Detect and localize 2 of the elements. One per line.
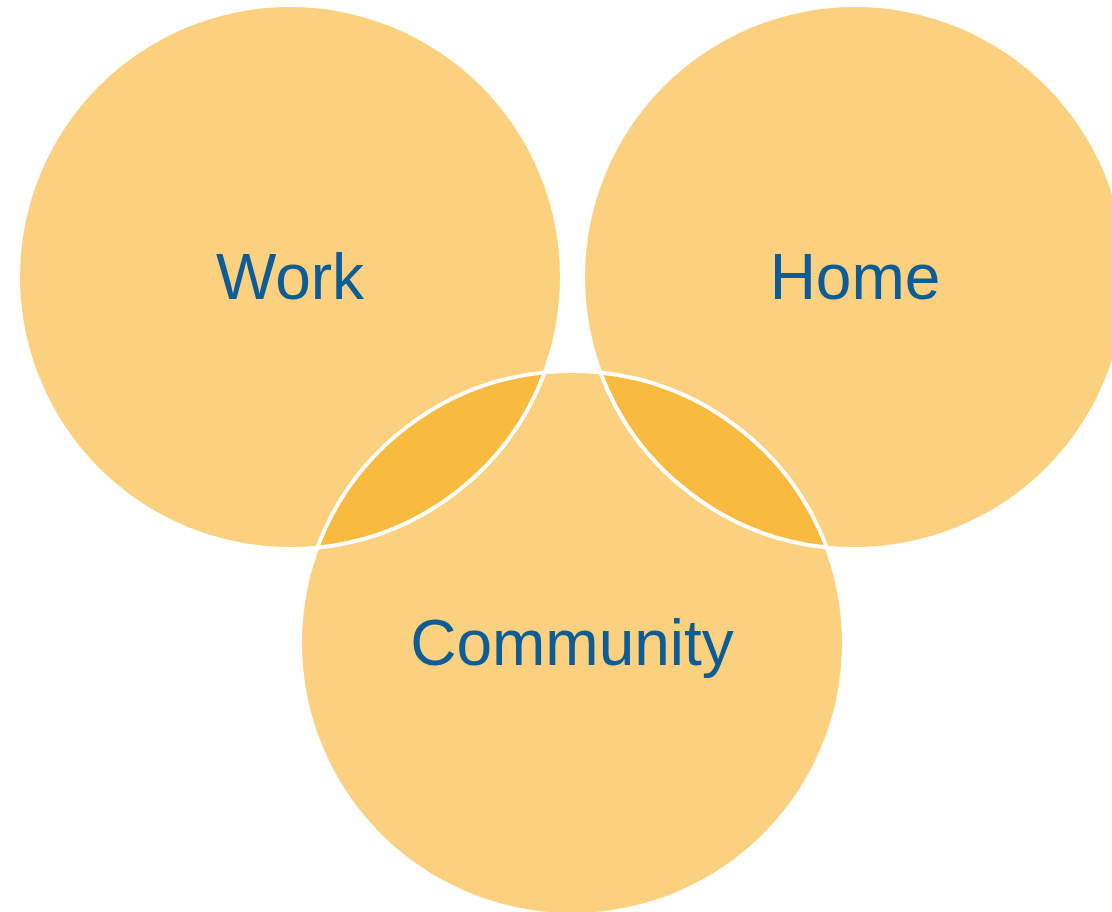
- circle-label: Work: [215, 245, 365, 309]
- circle-label: Home: [769, 245, 941, 309]
